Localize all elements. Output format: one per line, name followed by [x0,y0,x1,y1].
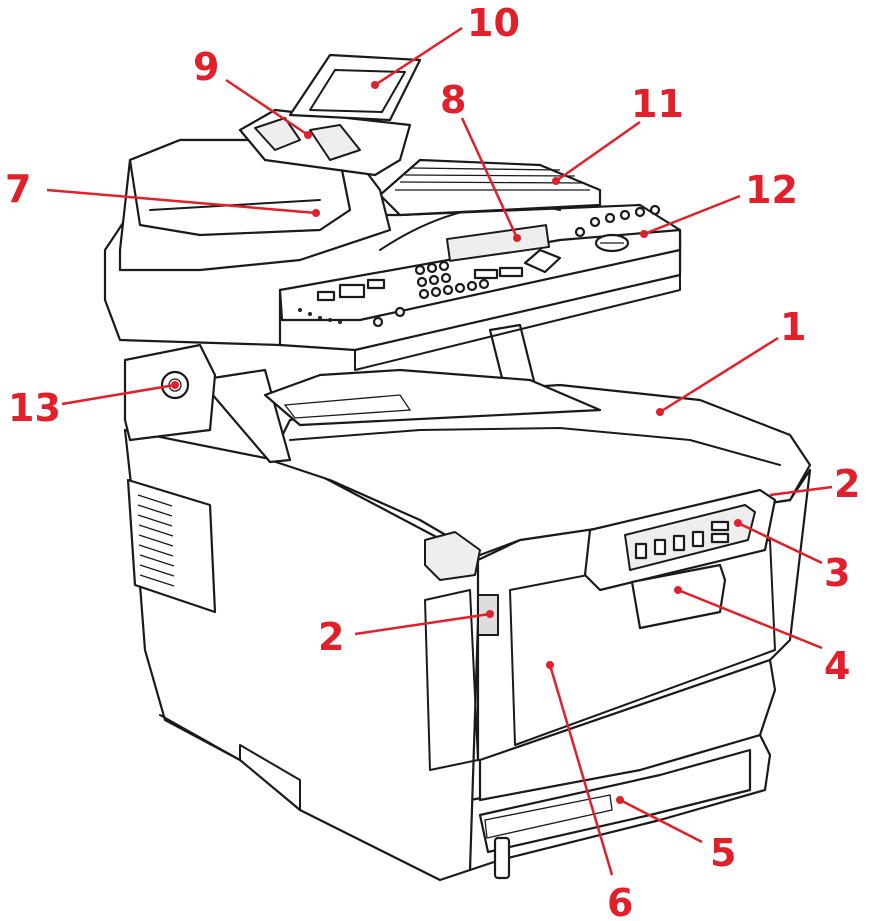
leader-dot-13 [171,381,179,389]
callout-3: 3 [824,551,850,595]
panel-knob [372,316,384,328]
leader-11 [555,120,641,183]
base-left-foot [159,714,301,811]
nav-diamond [523,248,562,274]
panel-key-c [338,283,366,299]
leader-8 [460,117,519,239]
leader-dot-5 [616,796,624,804]
lcd-display [445,224,551,262]
panel-key-d [316,290,336,302]
extension-inner [309,69,406,113]
callout-6: 6 [607,881,633,921]
front-cover-door [424,589,479,771]
leader-dot-8 [513,234,521,242]
callout-2b: 2 [318,615,344,659]
led-4 [691,530,705,548]
cover-handle [424,531,481,581]
leader-5 [619,798,703,844]
leader-12 [643,194,741,236]
leader-dot-11 [552,177,560,185]
panel-key-b [498,266,524,278]
callout-8: 8 [440,78,466,122]
callout-1: 1 [780,305,806,349]
top-cover-ridge [289,427,781,466]
callout-10: 10 [467,1,520,45]
leader-6 [548,664,614,876]
leader-dot-9 [304,131,312,139]
callout-12: 12 [745,168,798,212]
callout-13: 13 [8,386,61,430]
leader-1 [659,336,779,414]
leader-dot-10 [371,81,379,89]
leader-7 [46,188,317,215]
leader-dot-6 [546,661,554,669]
callout-11: 11 [631,82,684,126]
keypad [414,260,490,300]
scanner-unit-lip [354,274,681,371]
panel-buttons-right [574,204,661,238]
document-guide-left [254,117,301,151]
leader-2a [769,485,833,497]
callout-5: 5 [710,831,736,875]
leader-dot-12 [640,230,648,238]
front-cover-lower [478,658,777,802]
callout-9: 9 [193,45,219,89]
led-1 [634,542,648,560]
leader-dot-3 [734,519,742,527]
leader-dot-1 [656,408,664,416]
leader-2b [354,612,491,636]
callout-4: 4 [824,644,850,688]
callout-2a: 2 [834,462,860,506]
document-output-tray [378,158,602,217]
front-cover-release [630,563,727,630]
leader-13 [61,383,176,406]
panel-dots [298,308,342,324]
leader-9 [225,78,309,137]
callout-7: 7 [5,167,31,211]
callout-leaders [46,26,833,876]
panel-knob-2 [394,306,406,318]
panel-button-2 [710,532,730,544]
panel-button-1 [710,520,730,532]
tray-slot [484,794,613,839]
leader-3 [737,521,823,565]
printer-illustration [103,53,812,882]
document-guide-right [309,124,361,161]
leader-dot-7 [312,209,320,217]
callout-labels: 1 2 2 3 4 5 6 7 8 9 10 11 12 13 [5,1,860,921]
output-tray-detail [283,394,412,419]
tray-paper-gauge [493,836,511,880]
panel-key-a [473,268,499,280]
panel-key-e [366,278,386,290]
leader-4 [677,588,823,650]
side-vent-slats [137,494,175,587]
led-2 [653,538,667,556]
leader-10 [374,26,463,87]
led-3 [672,534,686,552]
output-tray-area [263,368,602,427]
leader-dot-2b [486,610,494,618]
leader-dot-4 [674,586,682,594]
tray-front [478,748,752,854]
